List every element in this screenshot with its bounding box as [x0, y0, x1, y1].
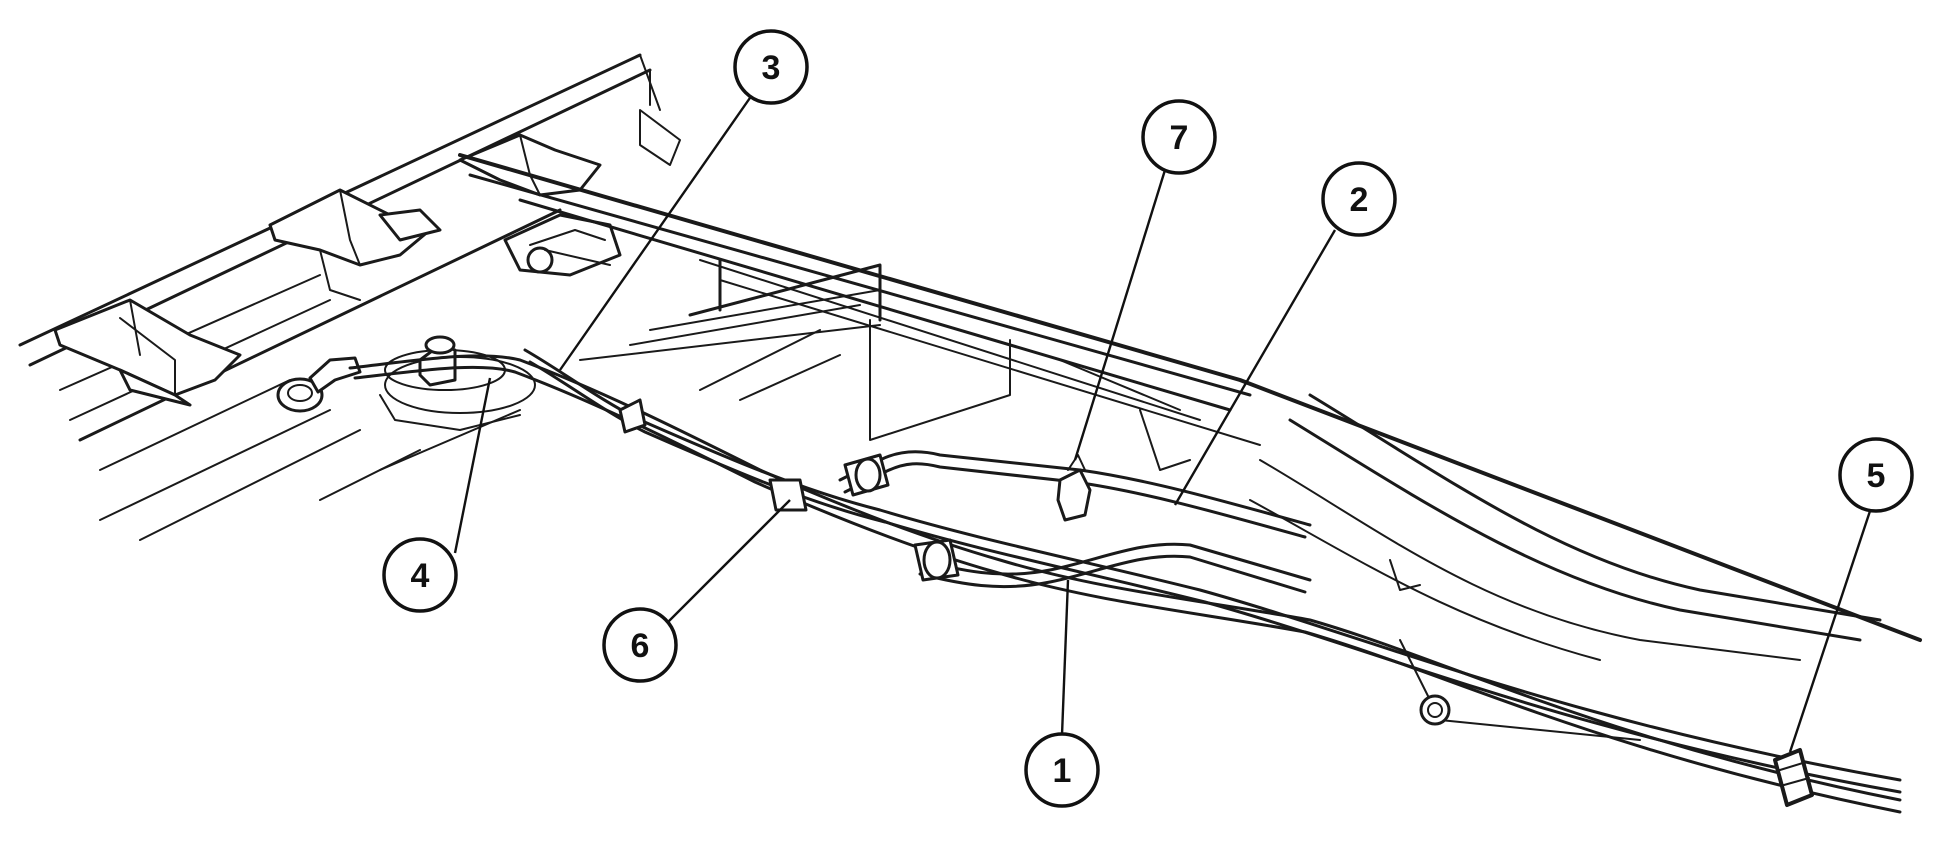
line-retainer-7 — [1056, 454, 1092, 522]
vapor-line — [838, 450, 1312, 594]
line-clamp-5 — [1773, 748, 1814, 807]
frame-bolt — [1419, 694, 1451, 726]
hose-coupler-lower — [913, 538, 960, 582]
svg-text:5: 5 — [1867, 457, 1886, 495]
svg-text:6: 6 — [631, 627, 650, 665]
callout-7: 7 — [1141, 99, 1217, 175]
svg-text:7: 7 — [1170, 119, 1189, 157]
callout-1: 1 — [1024, 732, 1100, 808]
svg-text:1: 1 — [1053, 752, 1072, 790]
fuel-tank-sender — [503, 213, 622, 277]
frame-rail — [458, 153, 1922, 642]
leader-lines — [453, 94, 1874, 753]
svg-text:4: 4 — [411, 557, 430, 595]
callout-5: 5 — [1838, 437, 1914, 513]
rear-frame-kickup — [1249, 393, 1882, 741]
callout-3: 3 — [733, 29, 809, 105]
fuel-filler-nipple — [276, 356, 362, 413]
callout-6: 6 — [602, 607, 678, 683]
svg-text:2: 2 — [1350, 181, 1369, 219]
svg-text:3: 3 — [762, 49, 781, 87]
callout-2: 2 — [1321, 161, 1397, 237]
floor-pan — [18, 53, 661, 541]
line-clip-3 — [618, 398, 647, 434]
floor-bracket-left — [53, 298, 242, 407]
fuel-return-line — [523, 348, 1902, 794]
tank-well — [379, 335, 536, 431]
callout-4: 4 — [382, 537, 458, 613]
floor-bracket-middle — [268, 188, 442, 301]
line-clip-6 — [768, 478, 808, 512]
hose-coupler-upper — [843, 453, 890, 497]
